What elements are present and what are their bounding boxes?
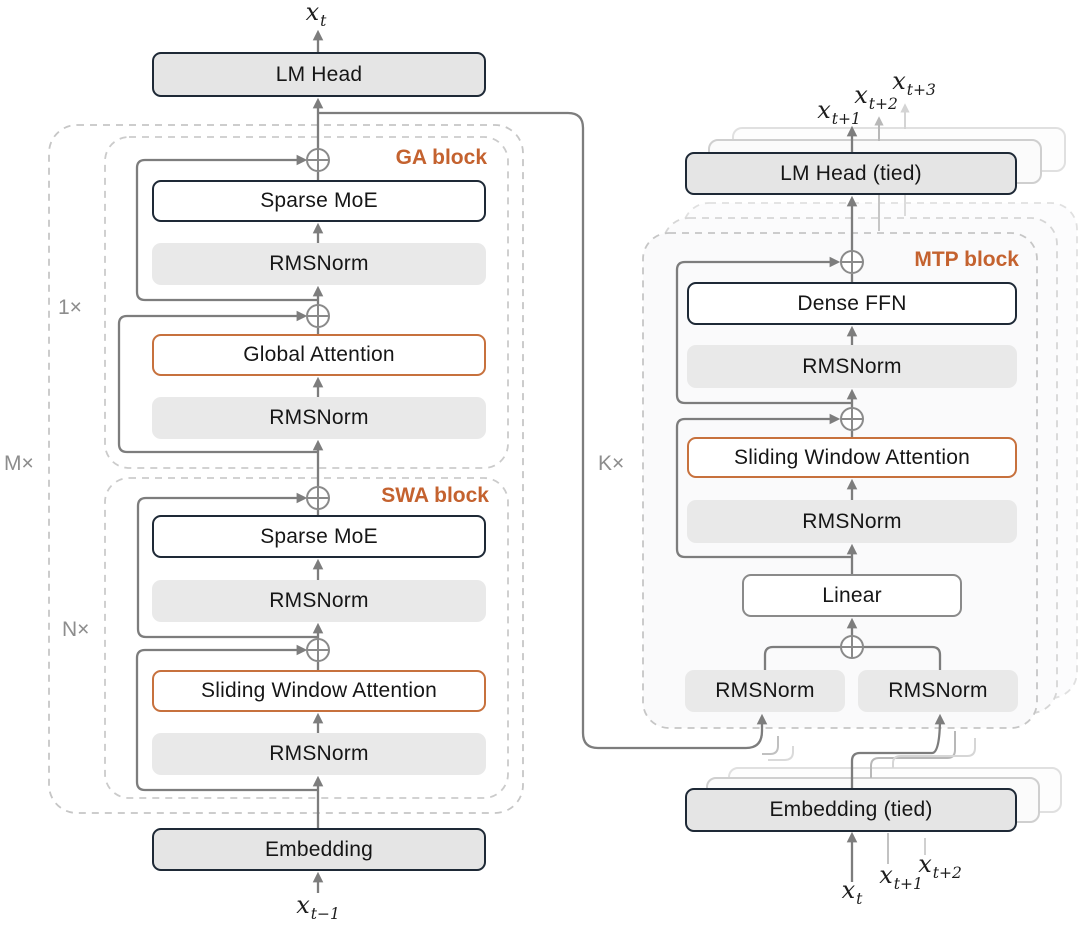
residual-ga-attn	[117, 310, 318, 454]
residual-swa-attn	[135, 644, 318, 792]
ga-block-container	[104, 136, 509, 469]
swa-rmsnorm-top-box: RMSNorm	[152, 580, 486, 622]
label-output-xt2: xt+2	[854, 81, 898, 113]
mtp-multiplier-label: K×	[598, 452, 625, 475]
ghost-embed-jog-2	[892, 738, 976, 768]
mtp-block-label: MTP block	[914, 248, 1019, 271]
linear-box: Linear	[742, 574, 962, 617]
lm-head-box: LM Head	[152, 52, 486, 97]
dense-ffn-box: Dense FFN	[687, 282, 1017, 325]
label-input-xt: xt	[841, 876, 863, 908]
label-input-xt2: xt+2	[918, 850, 962, 882]
mtp-rmsnorm-right-box: RMSNorm	[858, 670, 1018, 712]
outer-repeat-container	[48, 124, 524, 814]
global-attention-box: Global Attention	[152, 334, 486, 376]
ga-rmsnorm-top-box: RMSNorm	[152, 243, 486, 285]
ghost-input-curl-2	[768, 746, 794, 761]
residual-mtp-ffn	[675, 256, 852, 405]
swa-sparse-moe-box: Sparse MoE	[152, 515, 486, 558]
line-rmsleft-to-add	[763, 645, 841, 670]
mtp-rmsnorm-top-box: RMSNorm	[687, 345, 1017, 388]
ga-multiplier-label: 1×	[58, 296, 82, 319]
lm-head-tied-box: LM Head (tied)	[685, 152, 1017, 195]
ga-block-label: GA block	[395, 146, 487, 169]
ga-rmsnorm-bottom-box: RMSNorm	[152, 397, 486, 439]
swa-block-label: SWA block	[381, 484, 489, 507]
embedding-tied-box: Embedding (tied)	[685, 788, 1017, 832]
add-nodes	[306, 148, 864, 662]
ghost-input-curl-1	[762, 736, 779, 755]
embedding-box: Embedding	[152, 828, 486, 871]
mtp-rmsnorm-mid-box: RMSNorm	[687, 500, 1017, 543]
residual-ga-moe	[135, 154, 318, 302]
ga-sparse-moe-box: Sparse MoE	[152, 180, 486, 222]
line-rmsright-to-add	[863, 645, 942, 670]
swa-rmsnorm-bottom-box: RMSNorm	[152, 733, 486, 775]
connector-embtied-to-rmsright	[850, 713, 946, 788]
mtp-sliding-window-attention-box: Sliding Window Attention	[687, 437, 1017, 478]
swa-multiplier-label: N×	[62, 618, 90, 641]
residual-mtp-attn	[675, 413, 852, 559]
ghost-embed-jog-1	[870, 731, 956, 778]
outer-multiplier-label: M×	[4, 452, 34, 475]
sliding-window-attention-box: Sliding Window Attention	[152, 670, 486, 712]
label-output-xt3: xt+3	[892, 67, 936, 99]
residual-swa-moe	[136, 492, 318, 639]
label-output-xt: xt	[305, 0, 327, 30]
label-output-xt1: xt+1	[817, 96, 861, 128]
label-input-xt1: xt+1	[879, 861, 923, 893]
label-input-xtm1: xt−1	[296, 891, 340, 923]
mtp-rmsnorm-left-box: RMSNorm	[685, 670, 845, 712]
cross-connector-left-to-mtp	[318, 111, 768, 750]
